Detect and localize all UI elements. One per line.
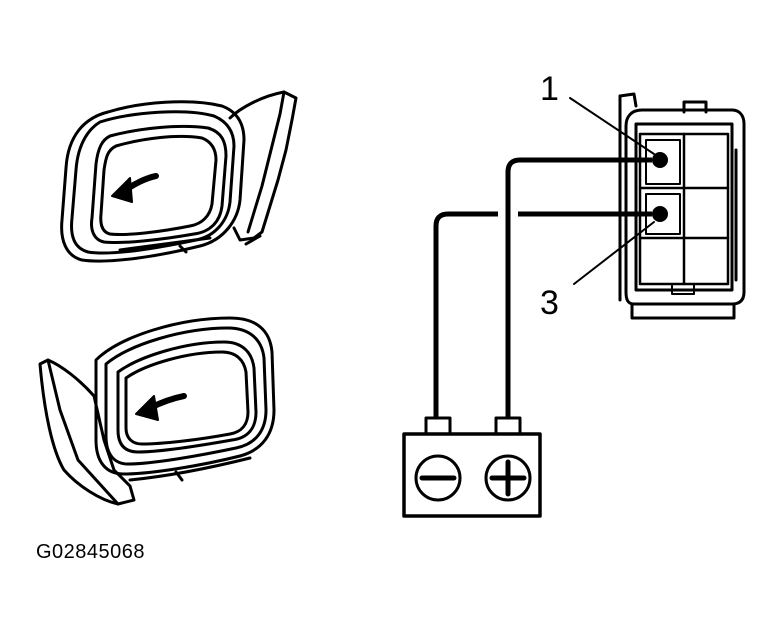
battery-negative-terminal: [414, 454, 462, 502]
terminal-3-callout: 3: [540, 284, 559, 322]
terminal-1-callout: 1: [540, 70, 559, 108]
mirror-connector: [618, 92, 746, 320]
test-leads: [433, 157, 652, 418]
upper-mirror-illustration: [60, 90, 298, 263]
positive-lead: [505, 157, 652, 418]
terminal-1-dot: [652, 152, 668, 168]
figure-id-label: G02845068: [36, 541, 146, 563]
battery: [402, 416, 542, 518]
battery-positive-terminal: [484, 454, 532, 502]
terminal-3-dot: [652, 206, 668, 222]
negative-lead-left: [433, 211, 498, 418]
callout-leaders: [569, 97, 655, 285]
lower-mirror-illustration: [38, 316, 276, 506]
